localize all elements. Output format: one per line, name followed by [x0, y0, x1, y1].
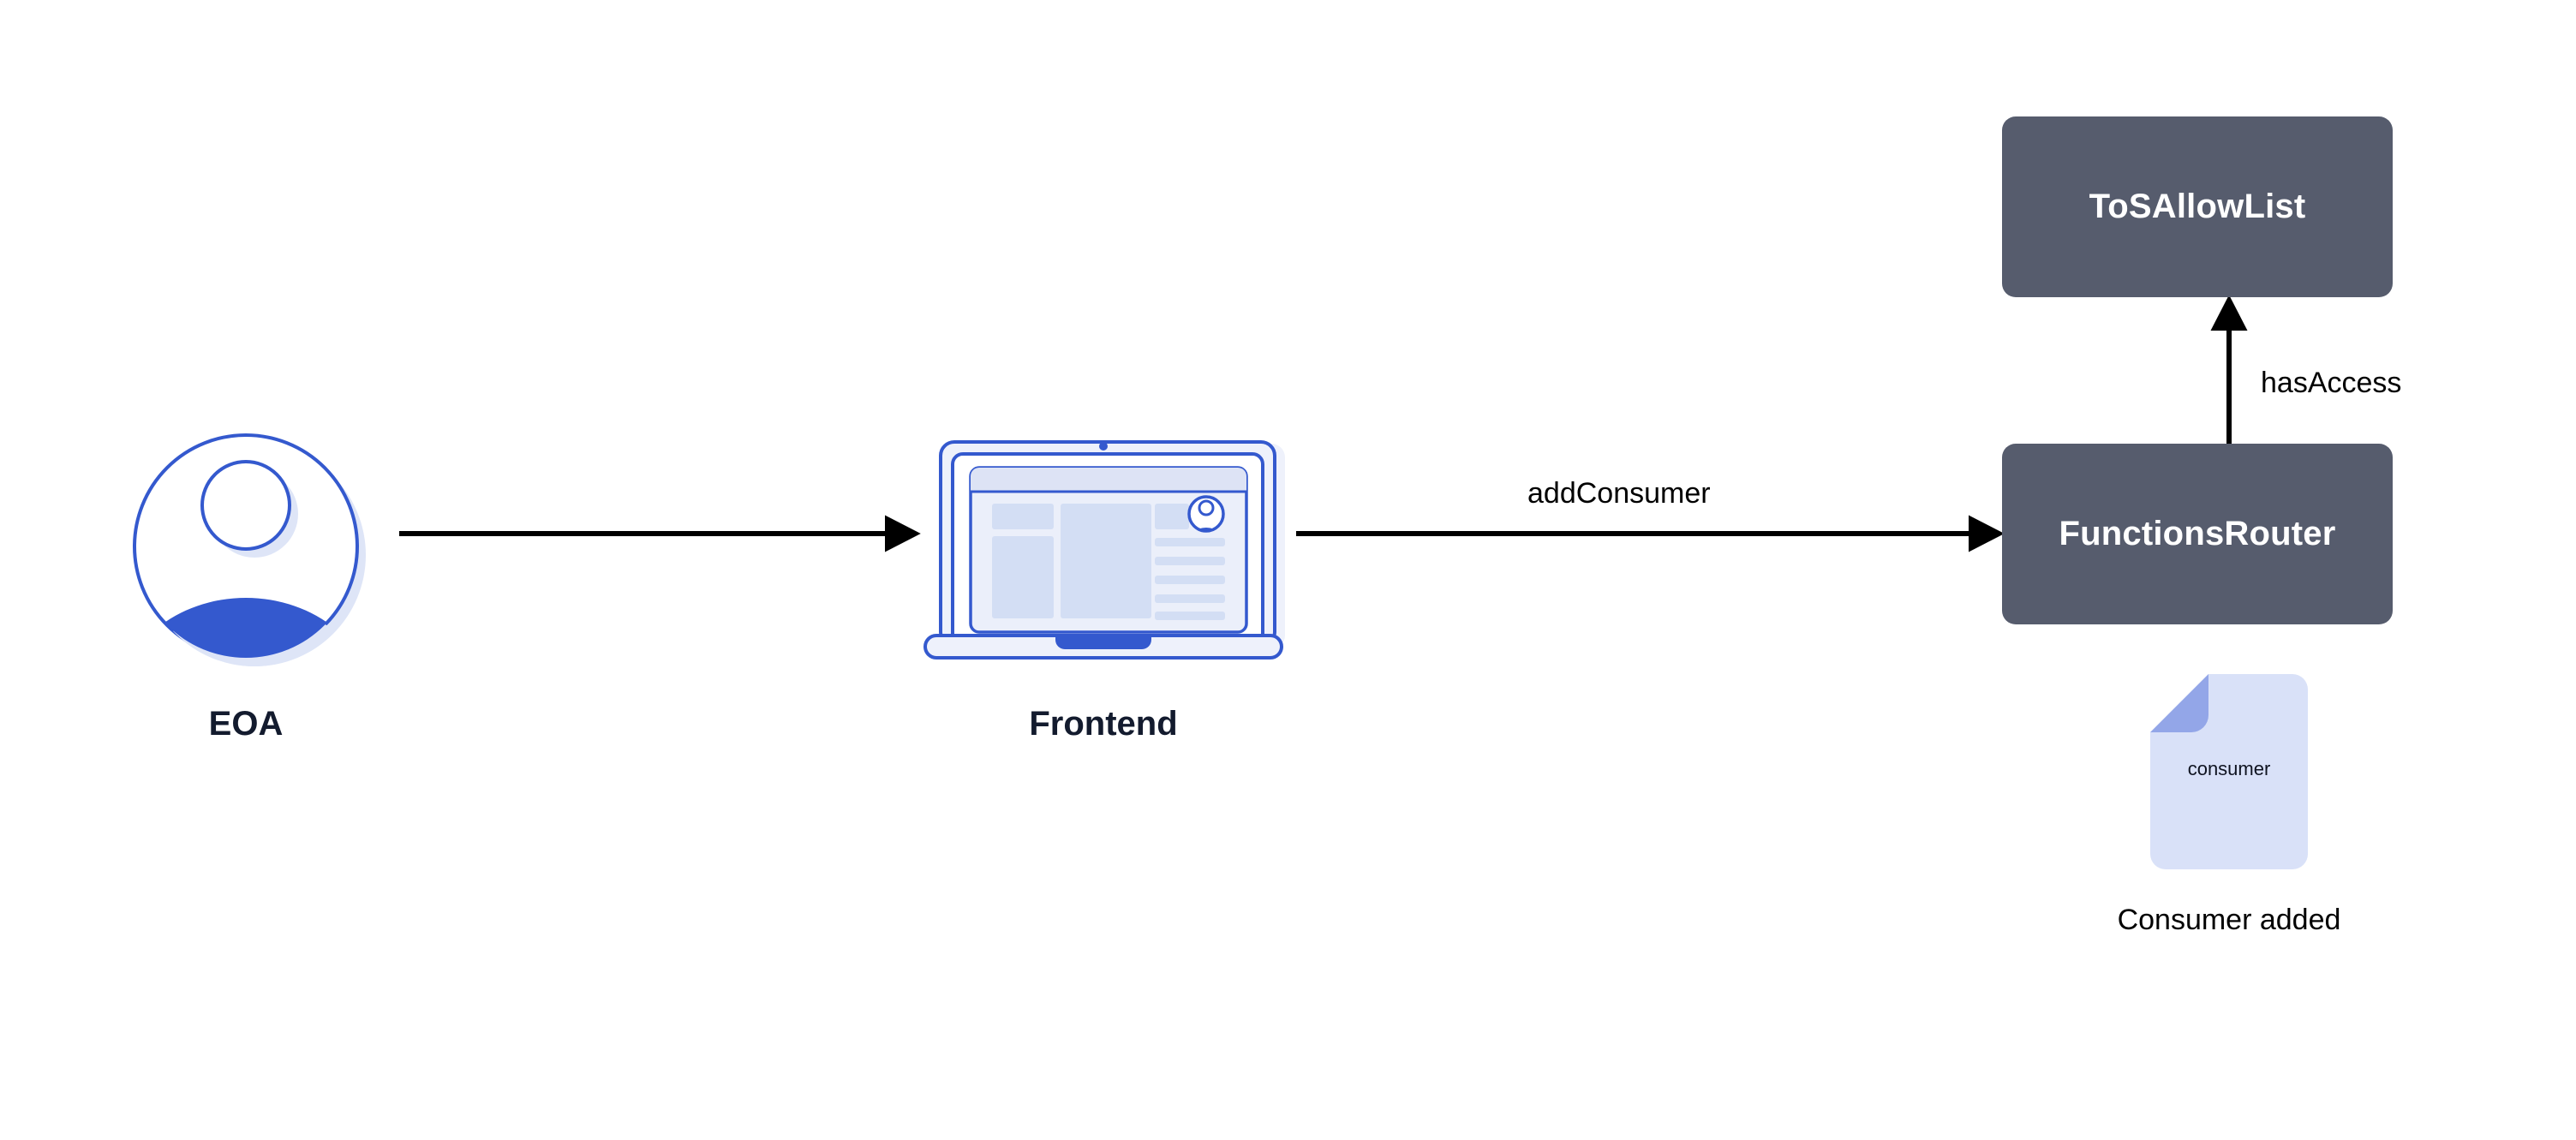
screen-text-line [1155, 594, 1225, 603]
functions-router-label: FunctionsRouter [2059, 515, 2336, 552]
screen-text-line [1155, 557, 1225, 565]
screen-block-left-top [992, 504, 1054, 529]
laptop-camera-icon [1099, 442, 1108, 451]
screen-block-left-bottom [992, 536, 1054, 618]
browser-titlebar [971, 468, 1246, 492]
screen-block-center [1061, 504, 1151, 618]
edge-label-add-consumer: addConsumer [1527, 477, 1711, 510]
edge-label-has-access: hasAccess [2261, 367, 2402, 399]
tos-allowlist-label: ToSAllowList [2089, 188, 2306, 225]
screen-text-line [1155, 576, 1225, 584]
screen-block-right-top [1155, 504, 1189, 529]
document-fold-corner [2150, 674, 2208, 732]
screen-avatar-icon [1187, 495, 1225, 533]
avatar-head [200, 460, 291, 551]
laptop-trackpad-notch [1055, 636, 1151, 649]
node-tos-allowlist[interactable]: ToSAllowList [2002, 116, 2393, 297]
node-functions-router[interactable]: FunctionsRouter [2002, 444, 2393, 624]
consumer-added-caption: Consumer added [2117, 904, 2341, 936]
screen-text-line [1155, 538, 1225, 546]
frontend-label: Frontend [1029, 705, 1178, 743]
document-filename: consumer [2188, 758, 2271, 779]
eoa-label: EOA [208, 705, 284, 743]
screen-text-line [1155, 612, 1225, 620]
